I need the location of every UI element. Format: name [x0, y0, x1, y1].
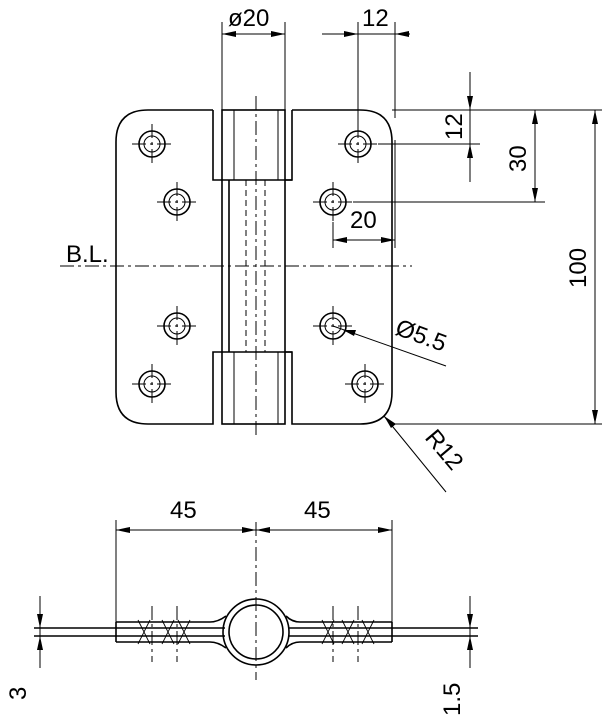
hole-offset-horizontal-label: 20	[350, 207, 377, 234]
hole	[338, 124, 378, 164]
side-dimension-lines	[37, 520, 473, 668]
hole	[313, 182, 353, 222]
hole	[157, 306, 197, 346]
leaf-width-left-label: 45	[170, 497, 197, 524]
left-leaf-outline	[115, 109, 222, 425]
mounting-holes	[132, 124, 385, 404]
knuckle-outline	[221, 109, 286, 425]
hole-section-marks	[137, 619, 375, 645]
overall-height-label: 100	[565, 248, 592, 288]
leaf-width-right-label: 45	[304, 497, 331, 524]
hole-spacing-label: 30	[505, 145, 532, 172]
dimension-lines	[221, 22, 602, 493]
leaf-thickness-label: 1.5	[439, 683, 466, 716]
dimension-labels: ø20 12 12 30 20 100 B.L. Ø5.5 R12 45 45 …	[5, 5, 592, 716]
side-view	[34, 522, 478, 680]
hole	[132, 364, 172, 404]
front-view	[60, 96, 412, 436]
hole	[132, 124, 172, 164]
hole-offset-vertical-label: 12	[441, 113, 468, 140]
base-line-label: B.L.	[66, 241, 109, 268]
pin-diameter-label: ø20	[228, 5, 269, 32]
hole-diameter-label: Ø5.5	[392, 314, 450, 357]
overall-thickness-label: 3	[5, 687, 32, 700]
hole	[345, 364, 385, 404]
knuckle-offset-label: 12	[362, 5, 389, 32]
hole	[157, 182, 197, 222]
